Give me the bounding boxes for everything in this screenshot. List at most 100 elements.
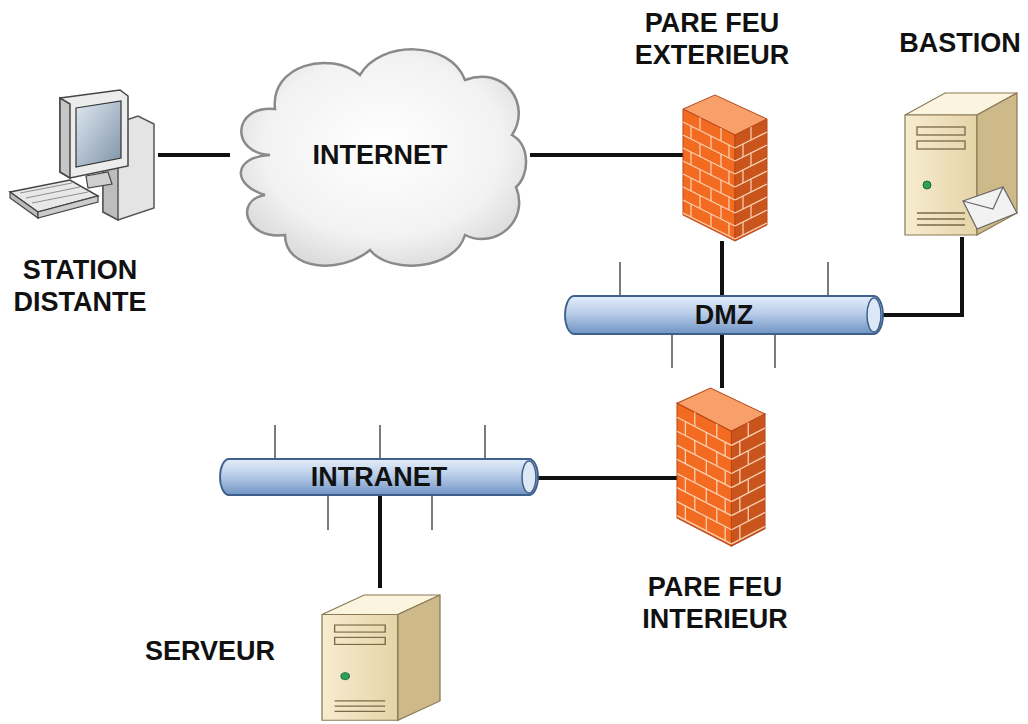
shape-part xyxy=(706,517,707,531)
shape-part xyxy=(32,192,88,203)
network-link xyxy=(720,335,724,388)
pipe-node: INTRANET xyxy=(220,458,538,496)
network-link xyxy=(720,241,724,295)
computer-node: STATION DISTANTE xyxy=(8,88,158,226)
shape-part xyxy=(742,170,743,183)
shape-part xyxy=(685,422,686,436)
shape-part xyxy=(917,127,965,225)
network-link xyxy=(883,237,962,315)
shape-part xyxy=(677,403,731,546)
shape-part xyxy=(725,527,726,541)
node-label: PARE FEU INTERIEUR xyxy=(630,572,800,636)
server-node: BASTION xyxy=(905,85,1017,237)
shape-part xyxy=(76,101,121,167)
firewall-icon xyxy=(677,388,765,546)
shape-part xyxy=(748,451,749,465)
tick xyxy=(379,425,380,459)
tick xyxy=(484,425,485,459)
shape-part xyxy=(917,141,965,149)
shape-part xyxy=(60,90,128,178)
shape-part xyxy=(728,197,729,210)
shape-part xyxy=(685,450,686,464)
server-node: SERVEUR xyxy=(322,588,440,722)
shape-part xyxy=(683,118,767,240)
tick xyxy=(827,262,828,296)
shape-part xyxy=(685,478,686,492)
tick xyxy=(431,495,432,530)
shape-part xyxy=(685,506,686,520)
tick xyxy=(619,262,620,296)
network-link xyxy=(378,496,382,588)
shape-part xyxy=(677,445,731,473)
shape-part xyxy=(917,127,965,135)
shape-part xyxy=(335,637,386,644)
shape-part xyxy=(742,222,743,235)
shape-part xyxy=(335,706,386,707)
shape-part xyxy=(728,223,729,236)
network-link xyxy=(158,153,230,157)
shape-part xyxy=(716,480,717,494)
shape-part xyxy=(716,452,717,466)
shape-part xyxy=(725,498,726,512)
pipe-node: DMZ xyxy=(565,295,883,335)
shape-part xyxy=(710,162,711,175)
shape-part xyxy=(905,115,977,235)
shape-part xyxy=(699,170,700,183)
shape-part xyxy=(683,174,735,200)
shape-part xyxy=(20,183,72,193)
shape-part xyxy=(677,412,765,543)
shape-part xyxy=(694,497,695,511)
network-link xyxy=(530,153,683,157)
node-text: INTERNET xyxy=(313,142,448,169)
shape-part xyxy=(220,459,538,495)
shape-part xyxy=(750,205,751,218)
shape-part xyxy=(742,144,743,157)
shape-part xyxy=(748,507,749,521)
node-text: DMZ xyxy=(695,302,753,329)
shape-part xyxy=(710,214,711,227)
shape-part xyxy=(725,470,726,484)
shape-part xyxy=(20,183,88,203)
shape-part xyxy=(748,423,749,437)
shape-part xyxy=(728,145,729,158)
shape-part xyxy=(335,625,386,632)
shape-part xyxy=(735,119,767,241)
shape-part xyxy=(710,136,711,149)
shape-part xyxy=(725,442,726,456)
cloud-node: INTERNET xyxy=(230,35,530,275)
shape-part xyxy=(963,187,1003,209)
node-label: PARE FEU EXTERIEUR xyxy=(627,8,797,72)
shape-part xyxy=(694,469,695,483)
shape-part xyxy=(683,200,735,226)
shape-part xyxy=(750,153,751,166)
shape-part xyxy=(335,625,386,711)
firewall-node: PARE FEU EXTERIEUR xyxy=(683,95,767,241)
shape-part xyxy=(26,187,80,198)
shape-part xyxy=(38,196,98,218)
shape-part xyxy=(398,595,440,720)
shape-part xyxy=(720,206,721,219)
tick xyxy=(774,334,775,368)
shape-part xyxy=(86,172,112,188)
shape-part xyxy=(690,204,691,217)
shape-part xyxy=(699,118,700,131)
shape-part xyxy=(917,224,965,225)
node-label: STATION DISTANTE xyxy=(5,255,155,319)
shape-part xyxy=(731,414,765,546)
shape-part xyxy=(690,178,691,191)
shape-part xyxy=(923,181,931,189)
network-link xyxy=(538,476,677,480)
shape-part xyxy=(720,180,721,193)
shape-part xyxy=(10,192,38,218)
shape-part xyxy=(739,497,740,511)
shape-part xyxy=(750,179,751,192)
shape-part xyxy=(720,128,721,141)
shape-part xyxy=(716,508,717,522)
shape-part xyxy=(322,614,398,720)
shape-part xyxy=(60,98,70,178)
shape-part xyxy=(739,441,740,455)
shape-part xyxy=(742,196,743,209)
node-text: INTRANET xyxy=(311,464,448,491)
shape-part xyxy=(241,49,526,265)
shape-part xyxy=(748,479,749,493)
